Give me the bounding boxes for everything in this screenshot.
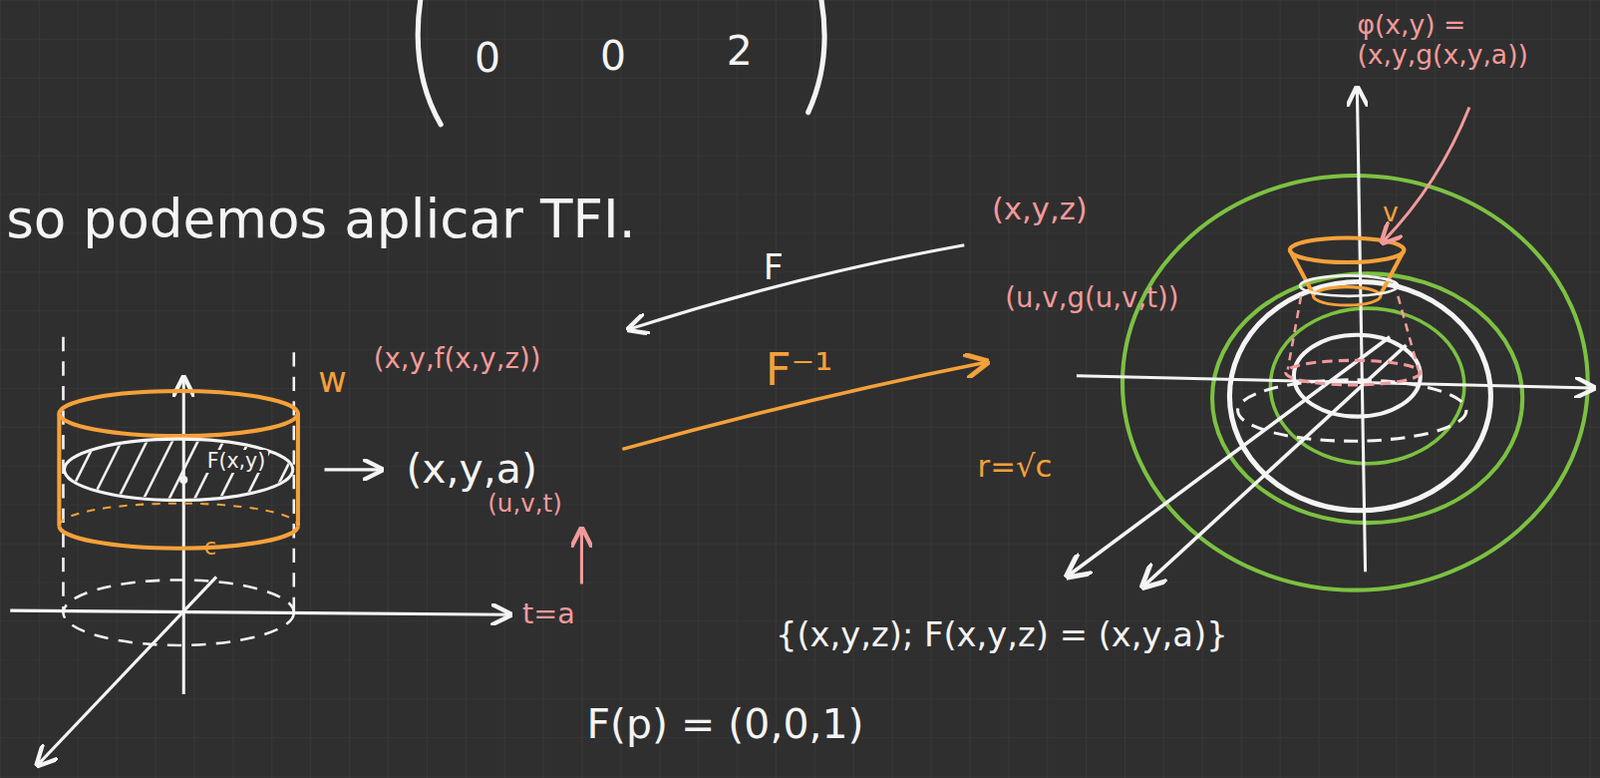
- neighbourhood-side: [1289, 250, 1405, 297]
- math-label: {(x,y,z); F(x,y,z) = (x,y,a)}: [775, 616, 1229, 653]
- math-label: F(x,y): [204, 449, 269, 473]
- math-label: (u,v,g(u,v,t)): [1004, 283, 1179, 314]
- math-label: (u,v,t): [487, 489, 562, 517]
- x-axis: [1069, 336, 1390, 576]
- neighbourhood-bottom: [58, 525, 299, 549]
- projection-line: [1397, 296, 1418, 370]
- math-label: r=√c: [977, 449, 1053, 484]
- math-label: 2: [726, 28, 753, 74]
- equator: [1238, 379, 1467, 441]
- matrix-paren: [417, 0, 441, 125]
- cylinder-side: [293, 351, 297, 613]
- math-label: 0: [474, 35, 501, 81]
- neighbourhood-top: [1289, 238, 1405, 264]
- math-label: F: [763, 248, 784, 287]
- disc: [63, 438, 293, 500]
- math-label: F⁻¹: [765, 344, 834, 395]
- neighbourhood-side: [56, 413, 61, 527]
- matrix-paren: [808, 0, 825, 113]
- math-label: (x,y,a): [405, 446, 538, 492]
- math-label: so podemos aplicar TFI.: [5, 190, 636, 250]
- cylinder-base: [62, 579, 294, 645]
- surface-patch: [1299, 275, 1398, 296]
- domain-disc: [1285, 359, 1421, 385]
- hatching: [60, 428, 307, 511]
- math-label: φ(x,y) = (x,y,g(x,y,a)): [1356, 9, 1587, 69]
- math-label: c: [204, 534, 217, 560]
- z-axis: [182, 379, 186, 694]
- x-axis: [1144, 344, 1406, 586]
- level-surface: [1212, 273, 1523, 523]
- z-axis: [1356, 89, 1365, 572]
- math-label: t=a: [522, 598, 576, 631]
- neighbourhood-top: [58, 390, 299, 436]
- point: [179, 475, 188, 484]
- pointer-arrow: [580, 530, 584, 584]
- neighbourhood-bottom-back: [58, 503, 299, 527]
- maps-to-arrow: [324, 467, 380, 471]
- neighbourhood-side: [296, 413, 301, 527]
- t-axis: [9, 610, 509, 615]
- math-label: 0: [600, 33, 627, 79]
- math-label: (x,y,f(x,y,z)): [373, 343, 542, 374]
- map-arrow: [631, 245, 965, 329]
- math-label: w: [318, 360, 346, 399]
- math-label: (x,y,z): [991, 192, 1088, 227]
- math-label: v: [1382, 197, 1399, 227]
- projection-line: [1287, 296, 1301, 370]
- math-label: F(p) = (0,0,1): [587, 701, 865, 747]
